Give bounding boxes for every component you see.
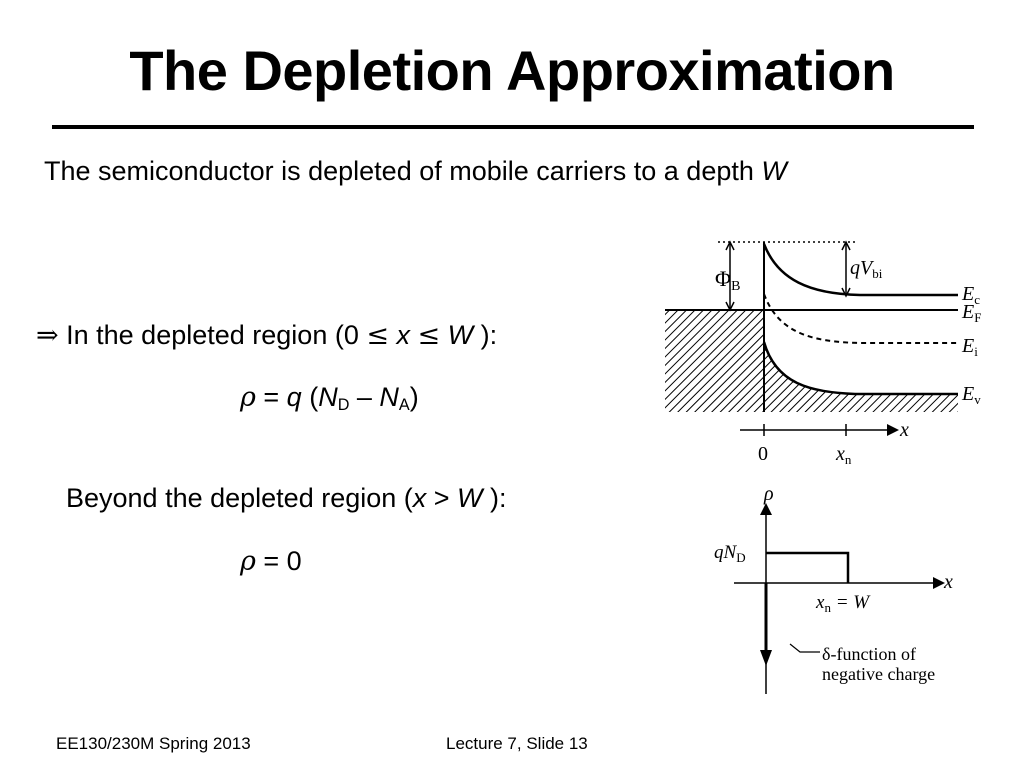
slide-title: The Depletion Approximation: [129, 39, 895, 102]
intro-text: The semiconductor is depleted of mobile …: [44, 156, 787, 187]
intro-depth-var: W: [761, 156, 787, 186]
xn-equals-w-label: xn = W: [815, 592, 871, 615]
charge-profile: [766, 551, 850, 583]
beyond-gt: >: [426, 483, 458, 513]
band-tick-xn: xn: [835, 443, 852, 467]
band-tick-0: 0: [758, 443, 768, 465]
rho-axis-label: ρ: [763, 483, 774, 505]
beyond-w: W: [457, 483, 483, 513]
footer-course: EE130/230M Spring 2013: [56, 734, 251, 753]
depleted-text: In the depleted region (0: [58, 320, 367, 350]
zero-charge-equation: ρ = 0: [240, 546, 302, 577]
q-var: q: [286, 382, 302, 412]
implies-arrow-icon: ⇒: [36, 320, 59, 351]
delta-label-line2: negative charge: [822, 664, 935, 684]
beyond-x: x: [412, 483, 427, 513]
nd-sub: D: [337, 396, 350, 415]
charge-diagram: ρ qND x xn = W δ-function of negative ch…: [714, 483, 953, 694]
ef-label: EF: [961, 301, 981, 325]
depleted-close: ):: [473, 320, 498, 350]
rho-symbol-2: ρ: [240, 546, 256, 577]
beyond-text: Beyond the depleted region (: [66, 483, 413, 513]
delta-label-line1: δ-function of: [822, 644, 916, 664]
beyond-close: ):: [482, 483, 507, 513]
na-sub: A: [398, 396, 410, 415]
charge-x-label: x: [943, 571, 953, 593]
minus: –: [349, 382, 380, 412]
depleted-w: W: [440, 320, 474, 350]
equals-zero: = 0: [255, 546, 302, 576]
paren-open: (: [301, 382, 319, 412]
intro-sentence: The semiconductor is depleted of mobile …: [44, 156, 762, 186]
charge-density-equation: ρ = q (ND – NA): [240, 382, 419, 415]
beyond-region-line: Beyond the depleted region (x > W ):: [66, 483, 507, 514]
qvbi-label: qVbi: [850, 257, 883, 281]
footer-slide-number: Lecture 7, Slide 13: [446, 734, 588, 753]
paren-close: ): [409, 382, 419, 412]
le-symbol-1: ≤: [366, 320, 389, 351]
equals: =: [255, 382, 287, 412]
depleted-x: x: [388, 320, 418, 350]
qnd-label: qND: [714, 542, 746, 565]
na-var: N: [379, 382, 399, 412]
le-symbol-2: ≤: [417, 320, 441, 351]
ec-label: Ec: [961, 283, 980, 307]
ei-label: Ei: [961, 335, 978, 359]
ev-label: Ev: [961, 383, 981, 407]
ei-curve: [763, 293, 958, 344]
delta-leader: [789, 643, 820, 653]
title-divider: [52, 125, 974, 129]
depleted-region-line: ⇒ In the depleted region (0 ≤ x ≤ W ):: [36, 320, 497, 351]
band-x-label: x: [899, 419, 909, 441]
valence-hatch: [764, 342, 958, 412]
rho-symbol: ρ: [240, 382, 256, 413]
band-diagram: ΦB qVbi Ec EF Ei Ev x 0 xn: [665, 240, 981, 467]
ev-curve: [762, 341, 958, 396]
metal-hatch: [665, 310, 764, 412]
phi-b-label: ΦB: [715, 266, 740, 294]
ec-curve: [762, 243, 958, 297]
nd-var: N: [318, 382, 338, 412]
